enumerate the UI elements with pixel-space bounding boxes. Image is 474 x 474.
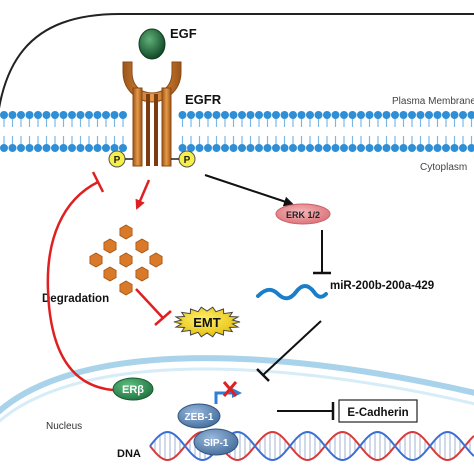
plasma-membrane-label: Plasma Membrane <box>392 96 474 107</box>
emt-node: EMT <box>173 306 241 338</box>
zeb1-label: ZEB-1 <box>185 412 214 423</box>
egf-label: EGF <box>170 26 197 41</box>
inhibition-to-emt <box>135 288 172 326</box>
erk-node <box>275 203 331 225</box>
e-cadherin-label: E-Cadherin <box>347 407 408 419</box>
egfr-label: EGFR <box>185 92 222 107</box>
plasma-membrane <box>0 111 474 152</box>
er-beta-node <box>112 377 154 401</box>
degradation-label: Degradation <box>42 293 109 305</box>
sip1-label: SIP-1 <box>203 438 228 449</box>
cell-outline <box>0 13 474 109</box>
phospho-site-left: P <box>108 150 126 168</box>
inhibition-erbeta-to-egfr <box>46 171 114 392</box>
erk-label: ERK 1/2 <box>286 210 320 220</box>
phospho-site-right: P <box>178 150 196 168</box>
svg-text:P: P <box>114 155 121 166</box>
cytoplasm-label: Cytoplasm <box>420 162 467 173</box>
emt-label: EMT <box>193 315 221 330</box>
e-cadherin-box <box>338 399 418 423</box>
inhibition-mirna-to-zeb1 <box>256 320 322 382</box>
er-beta-label: ERβ <box>122 384 144 396</box>
zeb1-node <box>177 403 221 429</box>
nucleus-label: Nucleus <box>46 421 82 432</box>
nuclear-envelope-inner <box>0 367 474 423</box>
mirna-strand <box>256 284 328 301</box>
egf-ligand <box>138 28 166 60</box>
svg-text:P: P <box>184 155 191 166</box>
dna-label: DNA <box>117 448 141 460</box>
mirna-label: miR-200b-200a-429 <box>330 280 434 292</box>
egfr-receptor <box>122 61 182 167</box>
activation-arrow-to-erk <box>204 174 294 207</box>
degradation-particles <box>89 224 163 296</box>
inhibition-to-e-cadherin <box>277 402 335 420</box>
sip1-node <box>193 428 239 456</box>
blocked-x-icon <box>222 381 238 397</box>
activation-arrow-to-degradation <box>135 179 151 210</box>
inhibition-erk-to-mirna <box>313 230 331 275</box>
nuclear-envelope <box>0 355 474 415</box>
